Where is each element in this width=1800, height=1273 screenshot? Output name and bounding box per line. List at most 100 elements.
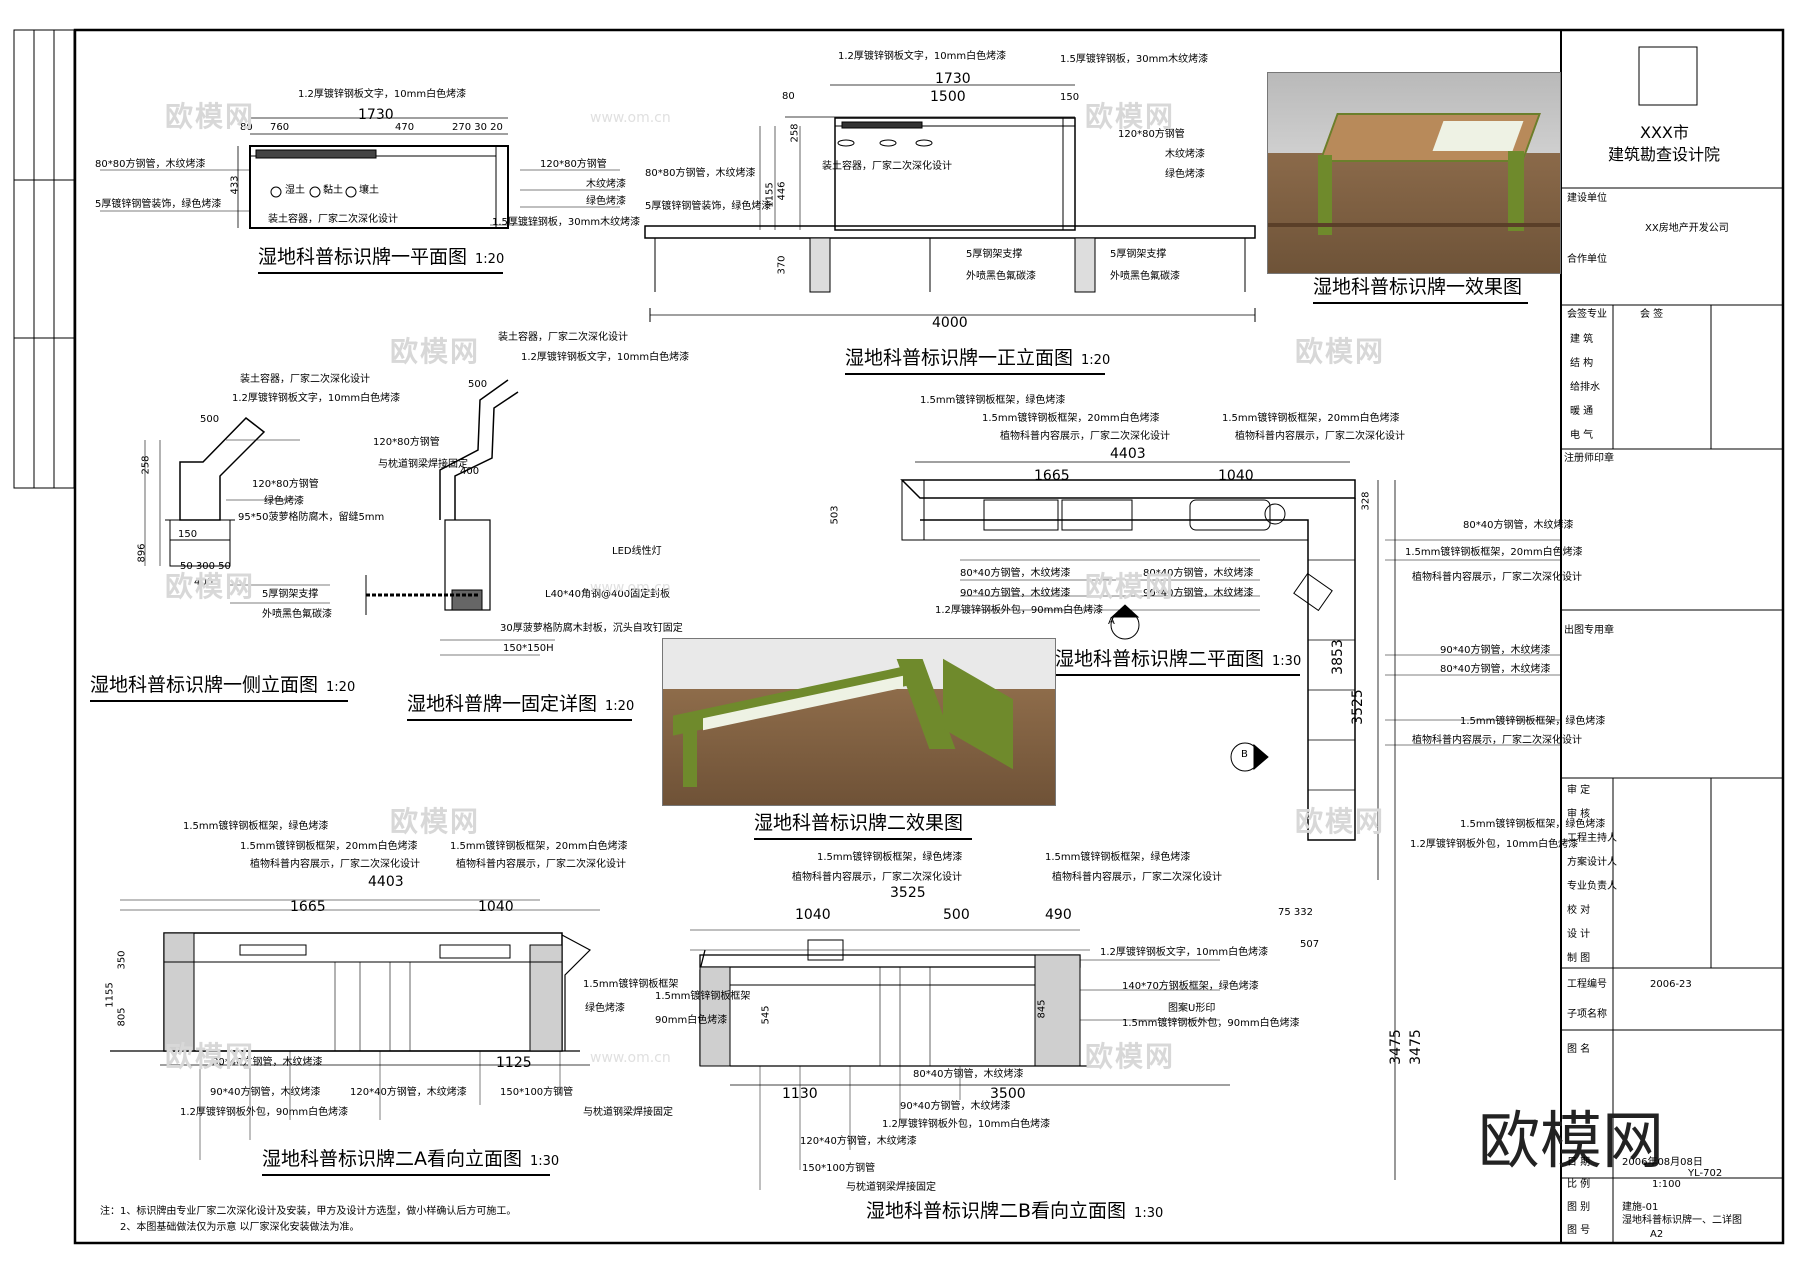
dimension: 3475 <box>1407 1029 1424 1065</box>
annotation: 装土容器，厂家二次深化设计 <box>822 161 952 172</box>
dimension: 80 <box>240 122 253 133</box>
dimension: 1125 <box>496 1055 532 1071</box>
dimension: 1040 <box>478 899 514 915</box>
fix-title-underline <box>407 719 632 721</box>
annotation: 90*40方钢管，木纹烤漆 <box>1440 645 1551 656</box>
annotation: 95*50菠萝格防腐木，留缝5mm <box>238 512 385 523</box>
dimension: 3853 <box>1329 639 1346 675</box>
plan1-title-underline <box>258 272 503 274</box>
annotation: 植物科普内容展示，厂家二次深化设计 <box>250 859 420 870</box>
annotation: 90*40方钢管，木纹烤漆 <box>210 1087 321 1098</box>
watermark: 欧模网 <box>165 1040 256 1073</box>
scale-label: 比 例 <box>1567 1179 1591 1190</box>
dimension: 150 <box>1060 92 1080 103</box>
dimension: 1040 <box>795 907 831 923</box>
watermark: 欧模网 <box>1085 100 1176 133</box>
annotation: 120*80方钢管 <box>373 437 440 448</box>
dimension: 258 <box>789 123 801 143</box>
annotation: 120*80方钢管 <box>540 159 607 170</box>
date-value: 2006年08月08日 <box>1622 1157 1703 1168</box>
project-no-label: 工程编号 <box>1567 979 1607 990</box>
discipline-row: 建 筑 <box>1570 334 1594 345</box>
annotation: 80*40方钢管，木纹烤漆 <box>1143 568 1254 579</box>
dimension: 4403 <box>368 874 404 890</box>
dimension: 446 <box>776 181 788 201</box>
annotation: 1.5mm镀锌钢板框架，20mm白色烤漆 <box>982 413 1160 424</box>
date-label: 日 期 <box>1567 1157 1591 1168</box>
annotation: 1.2厚镀锌钢板外包，10mm白色烤漆 <box>882 1119 1051 1130</box>
plan2-title-underline <box>1055 674 1300 676</box>
dimension: 3475 <box>1387 1029 1404 1065</box>
front1-title-underline <box>845 373 1105 375</box>
sheet-size: A2 <box>1650 1229 1664 1240</box>
render1-image <box>1267 72 1561 274</box>
annotation: 90*40方钢管，木纹烤漆 <box>960 588 1071 599</box>
number-label: 图 号 <box>1567 1225 1591 1236</box>
role-row: 工程主持人 <box>1567 833 1617 844</box>
dimension: 3525 <box>890 885 926 901</box>
dimension: 760 <box>270 122 290 133</box>
soil-label: 黏土 <box>323 185 343 196</box>
annotation: 1.2厚镀锌钢板外包，90mm白色烤漆 <box>180 1107 349 1118</box>
sheet-label: 图 别 <box>1567 1202 1591 1213</box>
dimension: 1155 <box>764 182 776 208</box>
registration-stamp-label: 注册师印章 <box>1564 453 1614 464</box>
annotation: 120*40方钢管，木纹烤漆 <box>350 1087 467 1098</box>
watermark: 欧模网 <box>1085 570 1176 603</box>
dimension: 500 <box>943 907 970 923</box>
dimension: 370 <box>776 255 788 275</box>
render1-title: 湿地科普标识牌一效果图 <box>1313 276 1523 298</box>
watermark: 欧模网 <box>1295 335 1386 368</box>
dimension: 75 332 <box>1278 907 1313 918</box>
annotation: 外喷黑色氟碳漆 <box>1110 271 1180 282</box>
dimension: 470 <box>395 122 415 133</box>
dimension: 1500 <box>930 89 966 105</box>
dimension: 545 <box>760 1005 772 1025</box>
render1-edge-rail <box>1268 223 1560 227</box>
issue-stamp-label: 出图专用章 <box>1564 625 1614 636</box>
section-marker-b: B <box>1241 749 1248 760</box>
dimension: 845 <box>1036 999 1048 1019</box>
annotation: 1.5mm镀锌钢板框架，20mm白色烤漆 <box>240 841 418 852</box>
drawing-name-label: 图 名 <box>1567 1044 1591 1055</box>
org-name-line1: XXX市 <box>1640 123 1689 142</box>
render2-wing <box>943 658 1013 770</box>
annotation: 80*40方钢管，木纹烤漆 <box>1440 664 1551 675</box>
annotation: 1.2厚镀锌钢板文字，10mm白色烤漆 <box>1100 947 1269 958</box>
drawing-code: YL-702 <box>1688 1168 1723 1179</box>
annotation: 120*80方钢管 <box>1118 129 1185 140</box>
annotation: 绿色烤漆 <box>585 1003 625 1014</box>
dimension: 1665 <box>1034 468 1070 484</box>
annotation: 5厚钢架支撑 <box>262 589 319 600</box>
dimension: 1155 <box>104 982 116 1008</box>
dimension: 805 <box>116 1007 128 1027</box>
annotation: 5厚钢架支撑 <box>966 249 1023 260</box>
annotation: 绿色烤漆 <box>264 496 304 507</box>
annotation: 木纹烤漆 <box>586 179 626 190</box>
render2-title-underline <box>754 838 972 840</box>
annotation: 植物科普内容展示，厂家二次深化设计 <box>1052 872 1222 883</box>
role-row: 审 定 <box>1567 785 1591 796</box>
dimension: 3500 <box>990 1086 1026 1102</box>
annotation: 装土容器，厂家二次深化设计 <box>268 214 398 225</box>
annotation: 装土容器，厂家二次深化设计 <box>498 332 628 343</box>
annotation: 90*40方钢管，木纹烤漆 <box>1143 588 1254 599</box>
annotation: 120*40方钢管，木纹烤漆 <box>800 1136 917 1147</box>
discipline-row: 结 构 <box>1570 358 1594 369</box>
subitem-label: 子项名称 <box>1567 1009 1607 1020</box>
watermark: 欧模网 <box>165 100 256 133</box>
annotation: 120*80方钢管 <box>252 479 319 490</box>
discipline-row: 电 气 <box>1570 430 1594 441</box>
annotation: 80*80方钢管，木纹烤漆 <box>95 159 206 170</box>
dimension: 433 <box>229 175 241 195</box>
annotation: 与枕道钢梁焊接固定 <box>583 1107 673 1118</box>
dimension: 1130 <box>782 1086 818 1102</box>
brand-logo-text: 欧模网 <box>1478 1104 1665 1177</box>
annotation: 1.2厚镀锌钢板外包，90mm白色烤漆 <box>935 605 1104 616</box>
annotation: 80*40方钢管，木纹烤漆 <box>212 1057 323 1068</box>
soil-label: 壤土 <box>359 185 379 196</box>
